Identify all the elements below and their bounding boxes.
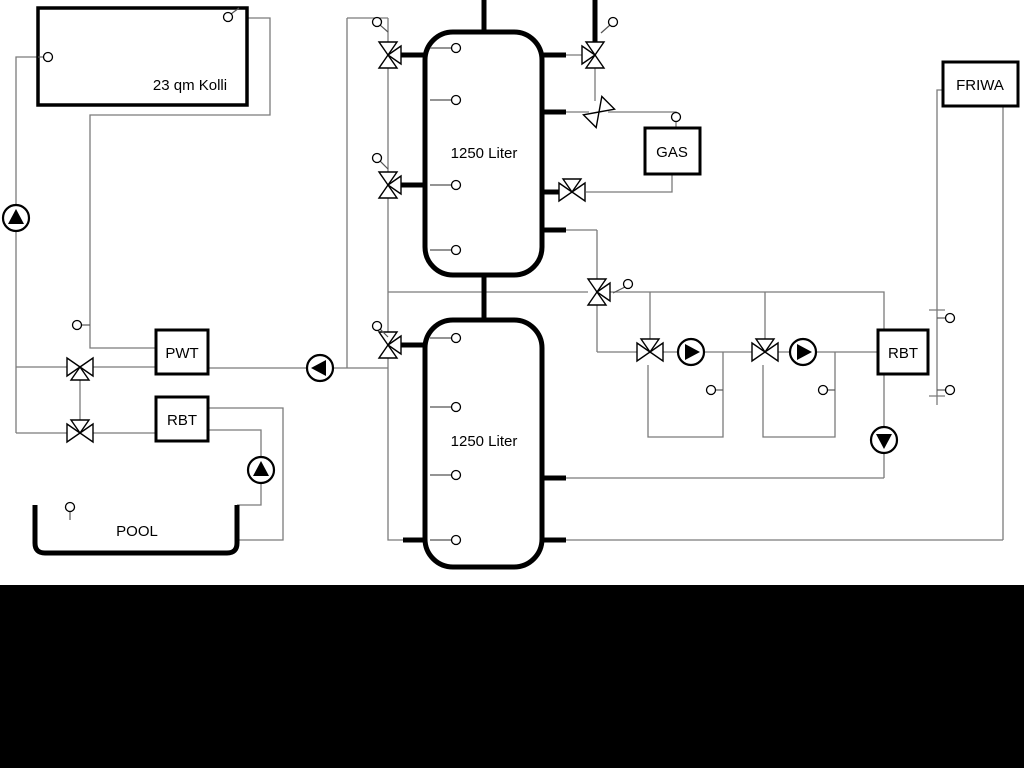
friwa-label: FRIWA xyxy=(956,77,1004,94)
friwa-box: FRIWA xyxy=(941,60,1020,108)
rbt-left-label: RBT xyxy=(167,412,197,429)
tank-stub-pipes xyxy=(400,0,598,543)
pool-label: POOL xyxy=(116,523,158,540)
temp-sensor-gas-supply-icon xyxy=(670,111,682,123)
pool-pump-icon xyxy=(246,455,276,485)
temp-sensor-circuit2-icon xyxy=(817,384,835,396)
temp-sensor-pwt-return-icon xyxy=(71,319,90,331)
solar-pump-icon xyxy=(1,203,31,233)
letterbox-bottom xyxy=(0,585,1024,768)
temp-sensor-coldwater-bottom-icon xyxy=(937,384,956,396)
temp-sensor-tank-bottom-4-icon xyxy=(430,534,462,546)
temp-sensor-dhw-valve-icon xyxy=(600,16,619,34)
temp-sensor-valve1-icon xyxy=(371,16,389,33)
collector-label: 23 qm Kolli xyxy=(153,77,227,94)
temp-sensor-tank-bottom-2-icon xyxy=(430,401,462,413)
temp-sensor-pool-icon xyxy=(64,501,76,520)
rbt-left-box: RBT xyxy=(154,395,210,443)
temp-sensor-tank-bottom-1-icon xyxy=(430,332,462,344)
buffer-tank-bottom: 1250 Liter xyxy=(422,317,545,570)
gas-boiler-box: GAS xyxy=(643,126,702,176)
temp-sensor-circuit1-icon xyxy=(705,384,723,396)
tank-bottom-label: 1250 Liter xyxy=(451,433,518,450)
pool-basin: POOL xyxy=(32,505,240,556)
pipe-network-thick xyxy=(400,0,598,543)
gas-label: GAS xyxy=(656,144,688,161)
heating-pump-1-icon xyxy=(676,337,706,367)
dhw-circulation-pump-icon xyxy=(869,425,899,455)
temp-sensor-tank-top-3-icon xyxy=(430,179,462,191)
temp-sensor-heating-supply-icon xyxy=(612,278,634,294)
charge-pump-icon xyxy=(305,353,335,383)
temp-sensor-tank-top-4-icon xyxy=(430,244,462,256)
temp-sensor-coldwater-top-icon xyxy=(937,312,956,324)
rbt-right-box: RBT xyxy=(876,328,930,376)
pwt-label: PWT xyxy=(165,345,198,362)
temp-sensor-tank-top-1-icon xyxy=(430,42,462,54)
temp-sensor-collector-top-icon xyxy=(222,7,240,23)
temp-sensor-valve2-icon xyxy=(371,152,389,170)
buffer-tank-top: 1250 Liter xyxy=(422,29,545,278)
temp-sensor-tank-top-2-icon xyxy=(430,94,462,106)
heating-pump-2-icon xyxy=(788,337,818,367)
temp-sensor-collector-left-icon xyxy=(38,51,54,63)
solar-collector-box: 23 qm Kolli xyxy=(36,6,249,107)
tank-top-label: 1250 Liter xyxy=(451,145,518,162)
temp-sensor-valve3-icon xyxy=(371,320,389,338)
temp-sensor-tank-bottom-3-icon xyxy=(430,469,462,481)
pwt-heat-exchanger-box: PWT xyxy=(154,328,210,376)
rbt-right-label: RBT xyxy=(888,345,918,362)
